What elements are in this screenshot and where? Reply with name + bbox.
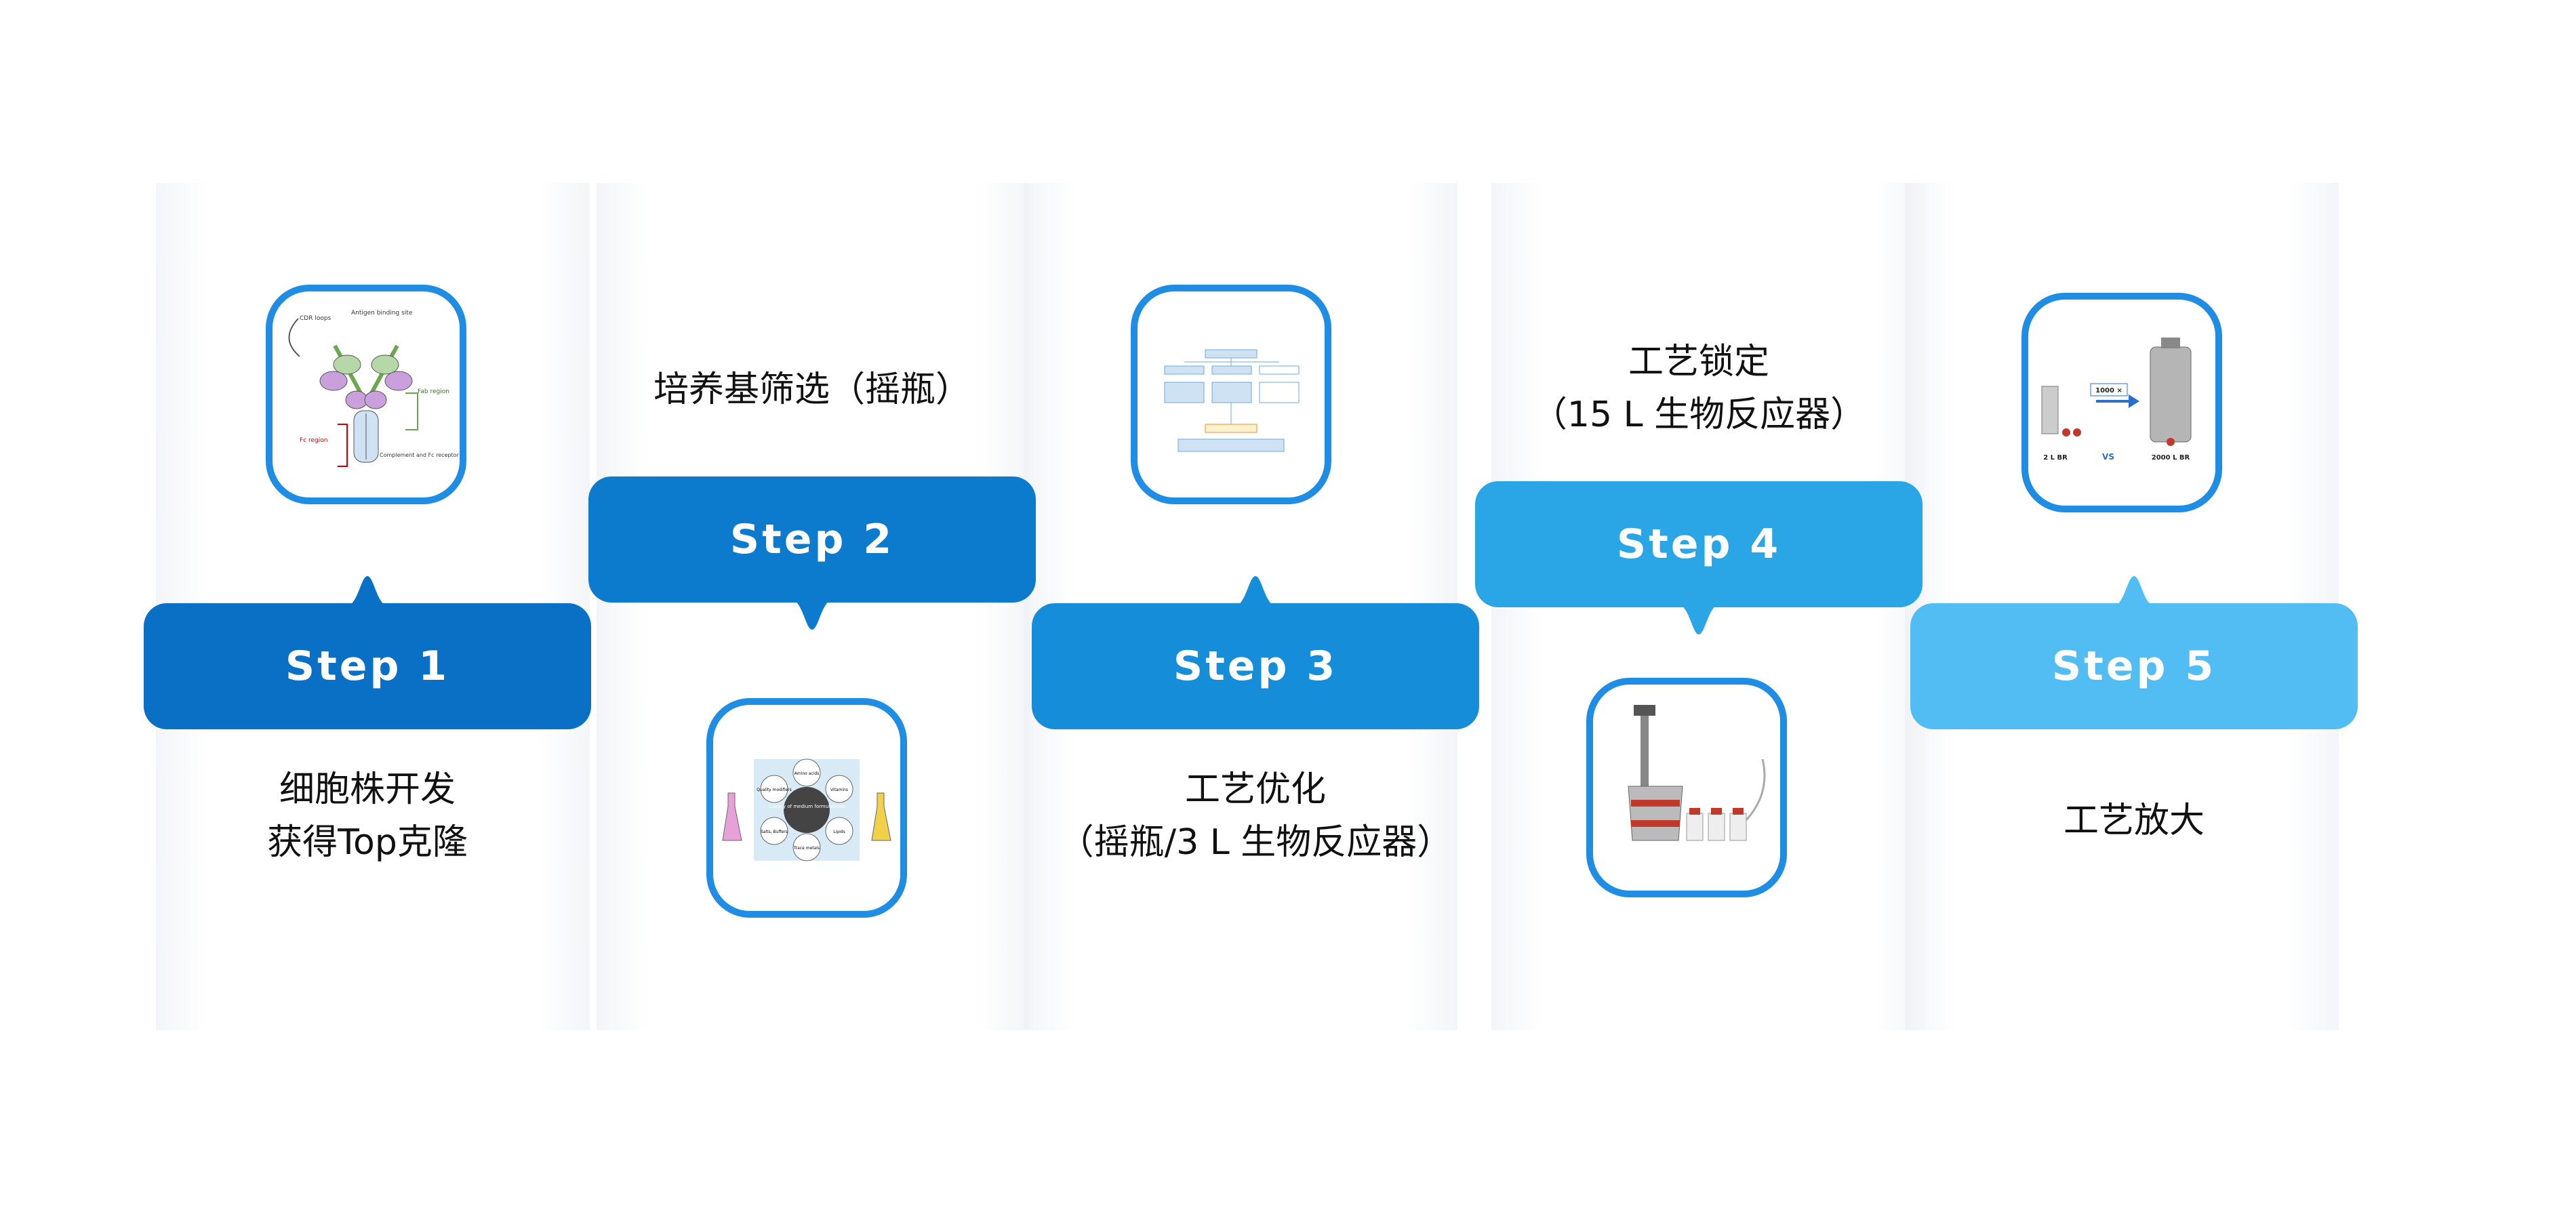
step-3-label-line-2: （摇瓶/3 L 生物反应器）	[1058, 822, 1453, 863]
media-library-image: Library of medium formulations Amino aci…	[706, 698, 907, 918]
petal-trace-metals: Trace metals	[793, 846, 820, 851]
step-4-label: 工艺锁定 （15 L 生物反应器）	[1475, 336, 1923, 441]
notch-down-icon	[789, 598, 835, 630]
fc-region-text: Fc region	[300, 437, 327, 444]
petal-amino-acids: Amino acids	[794, 771, 820, 776]
step-2-title: Step 2	[729, 516, 895, 563]
step-5-label-line-1: 工艺放大	[2063, 800, 2205, 841]
petal-lipids: Lipids	[833, 830, 845, 834]
notch-up-icon	[1232, 576, 1279, 607]
step-3-title: Step 3	[1173, 643, 1338, 690]
notch-down-icon	[1676, 603, 1722, 634]
step-4-label-line-2: （15 L 生物反应器）	[1531, 394, 1866, 435]
vs-text: VS	[2102, 452, 2114, 462]
petal-vitamins: Vitamins	[830, 788, 848, 792]
step-3-banner: Step 3	[1032, 576, 1479, 729]
cdr-loops-text: CDR loops	[300, 315, 331, 322]
notch-up-icon	[344, 576, 390, 607]
step-1-label-line-1: 细胞株开发	[279, 769, 456, 810]
fab-region-text: Fab region	[418, 388, 449, 395]
multiplier-text: 1000 ×	[2095, 387, 2122, 394]
step-1-label: 细胞株开发 获得Top克隆	[144, 763, 591, 869]
large-reactor-text: 2000 L BR	[2152, 454, 2190, 462]
step-4-label-line-1: 工艺锁定	[1628, 342, 1769, 382]
step-1-title: Step 1	[285, 643, 450, 690]
step-1-banner: Step 1	[144, 576, 591, 729]
step-2-banner: Step 2	[588, 476, 1036, 630]
process-flowchart-image	[1131, 285, 1331, 504]
step-1-label-line-2: 获得Top克隆	[267, 822, 468, 863]
step-3-label: 工艺优化 （摇瓶/3 L 生物反应器）	[1032, 763, 1479, 869]
notch-up-icon	[2111, 576, 2157, 607]
small-reactor-text: 2 L BR	[2043, 454, 2068, 462]
step-4-banner: Step 4	[1475, 481, 1923, 634]
step-5-banner: Step 5	[1910, 576, 2358, 729]
step-2-label-line-1: 培养基筛选（摇瓶）	[653, 369, 971, 410]
antigen-site-text: Antigen binding site	[351, 310, 413, 317]
step-5-label: 工艺放大	[1910, 794, 2358, 847]
media-library-text: Library of medium formulations	[769, 804, 845, 809]
step-5-title: Step 5	[2051, 643, 2217, 690]
step-3-label-line-1: 工艺优化	[1184, 769, 1326, 810]
step-4-title: Step 4	[1616, 521, 1782, 568]
petal-quality: Quality modifiers	[757, 788, 791, 792]
scale-up-image: 1000 × 2 L BR VS 2000 L BR	[2021, 293, 2222, 512]
petal-salts: Salts, Buffers	[761, 830, 788, 834]
step-2-label: 培养基筛选（摇瓶）	[588, 363, 1036, 416]
complement-text: Complement and Fc receptor binding	[380, 452, 460, 458]
bioreactor-image	[1586, 678, 1787, 897]
antibody-structure-image: CDR loops Antigen binding site Fab regio…	[266, 285, 466, 504]
